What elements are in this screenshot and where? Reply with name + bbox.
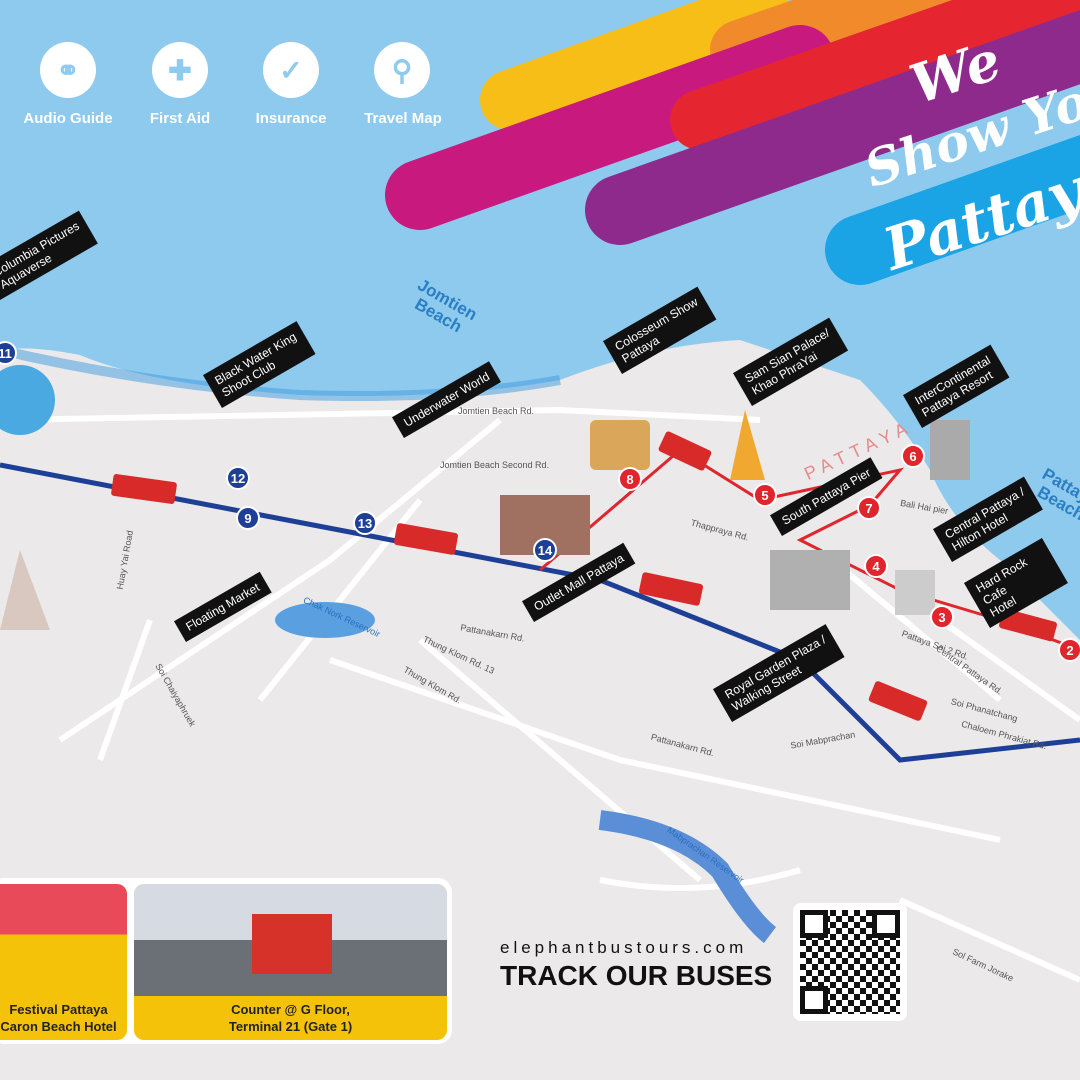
location-caption: Festival Pattaya Caron Beach Hotel xyxy=(0,1002,117,1034)
stripes xyxy=(385,0,1080,285)
location-caption: Counter @ G Floor, Terminal 21 (Gate 1) xyxy=(228,1002,353,1034)
headphones-icon[interactable]: ⚭ xyxy=(40,42,96,98)
landmarks xyxy=(0,365,970,630)
insurance-label[interactable]: Insurance xyxy=(255,110,327,127)
stop-marker-12[interactable]: 12 xyxy=(226,466,250,490)
map-pin-icon[interactable]: ⚲ xyxy=(374,42,430,98)
stop-marker-6[interactable]: 6 xyxy=(901,444,925,468)
first-aid-kit-icon[interactable]: ✚ xyxy=(152,42,208,98)
website-link[interactable]: elephantbustours.com xyxy=(500,938,748,957)
location-card-festival[interactable]: Festival Pattaya Caron Beach Hotel xyxy=(0,884,127,1040)
stop-marker-7[interactable]: 7 xyxy=(857,496,881,520)
location-photo xyxy=(0,884,127,996)
stop-marker-3[interactable]: 3 xyxy=(930,605,954,629)
stop-marker-9[interactable]: 9 xyxy=(236,506,260,530)
audio-guide-label[interactable]: Audio Guide xyxy=(23,110,113,127)
travel-map-label[interactable]: Travel Map xyxy=(364,110,442,127)
buses xyxy=(111,431,1057,721)
road-label: Jomtien Beach Rd. xyxy=(458,406,535,416)
stop-marker-5[interactable]: 5 xyxy=(753,483,777,507)
stop-marker-2[interactable]: 2 xyxy=(1058,638,1080,662)
location-photo xyxy=(134,884,447,996)
stop-marker-14[interactable]: 14 xyxy=(533,538,557,562)
road-label: Jomtien Beach Second Rd. xyxy=(440,460,550,470)
track-buses-heading: TRACK OUR BUSES xyxy=(500,960,773,991)
shield-check-icon[interactable]: ✓ xyxy=(263,42,319,98)
location-card-terminal21[interactable]: Counter @ G Floor, Terminal 21 (Gate 1) xyxy=(134,884,447,1040)
qr-code[interactable] xyxy=(793,903,907,1021)
first-aid-label[interactable]: First Aid xyxy=(149,110,211,127)
stop-marker-13[interactable]: 13 xyxy=(353,511,377,535)
stop-marker-11[interactable]: 11 xyxy=(0,341,17,365)
stop-marker-8[interactable]: 8 xyxy=(618,467,642,491)
roads xyxy=(0,406,1080,983)
stop-marker-4[interactable]: 4 xyxy=(864,554,888,578)
